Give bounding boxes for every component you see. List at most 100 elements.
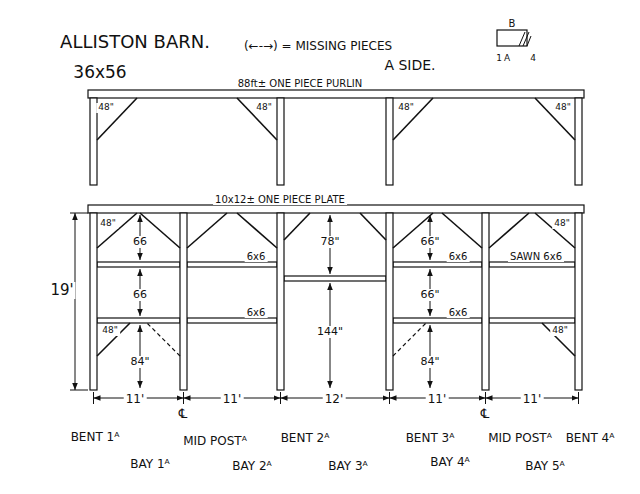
dimension-label: 88ft± ONE PIECE PURLIN — [236, 78, 364, 89]
timber — [386, 213, 393, 390]
label-holder: MID POSTᴬ — [181, 431, 249, 449]
timber — [497, 30, 527, 46]
label-holder: ALLISTON BARN. — [58, 32, 212, 52]
dimension-label: ℄ — [479, 407, 491, 421]
extension-line — [280, 392, 281, 404]
label-holder: 6x6 — [447, 302, 470, 320]
timber — [97, 318, 180, 323]
knee-brace — [442, 213, 482, 248]
label-holder: BENT 4ᴬ — [564, 428, 617, 446]
label-holder: 12' — [323, 389, 346, 407]
label-holder: 48" — [553, 96, 573, 114]
label-holder: 84" — [418, 351, 441, 369]
knee-brace — [237, 213, 277, 248]
dimension-label: 66 — [131, 289, 149, 301]
dimension-label: 144" — [315, 326, 345, 338]
label-holder: 36x56 — [71, 63, 128, 82]
label-holder: 11' — [221, 389, 244, 407]
label-holder: 66 — [131, 231, 149, 249]
knee-brace — [187, 213, 227, 248]
dimension-label: BENT 3ᴬ — [404, 432, 457, 445]
label-holder: SAWN 6x6 — [508, 246, 564, 264]
label-holder: 66 — [131, 284, 149, 302]
label-holder: 88ft± ONE PIECE PURLIN — [236, 73, 364, 91]
dimension-label: BAY 3ᴬ — [326, 460, 369, 473]
knee-brace — [237, 98, 277, 140]
label-holder: MID POSTᴬ — [486, 428, 554, 446]
extension-line — [578, 392, 579, 404]
label-holder: 4 — [528, 47, 538, 65]
extension-line — [70, 390, 88, 391]
dimension-label: 48" — [254, 103, 274, 113]
timber — [393, 318, 482, 323]
dimension-label: 11' — [124, 393, 147, 406]
knee-brace — [535, 213, 575, 248]
dimension-label: 48" — [552, 219, 572, 229]
dimension-label: 19' — [48, 282, 75, 299]
dimension-label: SAWN 6x6 — [508, 251, 564, 262]
label-holder: 48" — [98, 212, 118, 230]
dimension-label: 66" — [418, 236, 441, 248]
knee-brace — [393, 98, 433, 140]
dimension-label: 10x12± ONE PIECE PLATE — [213, 194, 347, 205]
timber — [88, 205, 584, 213]
label-holder: BAY 3ᴬ — [326, 456, 369, 474]
label-holder: 48" — [552, 212, 572, 230]
dimension-label: BAY 4ᴬ — [428, 456, 471, 469]
label-holder: 19' — [48, 281, 75, 299]
dimension-label: B — [507, 18, 518, 29]
dimension-label: BENT 4ᴬ — [564, 432, 617, 445]
label-holder: 48" — [254, 96, 274, 114]
label-holder: 10x12± ONE PIECE PLATE — [213, 189, 347, 207]
knee-brace — [97, 98, 137, 140]
dimension-label: 48" — [396, 103, 416, 113]
label-holder: 11' — [521, 389, 544, 407]
label-holder: BENT 1ᴬ — [69, 427, 122, 445]
knee-brace — [284, 213, 310, 240]
label-holder: 66" — [418, 231, 441, 249]
label-holder: 48" — [396, 96, 416, 114]
extension-line — [183, 392, 184, 404]
timber — [277, 98, 284, 185]
knee-brace — [97, 323, 130, 356]
dimension-label: 6x6 — [245, 251, 268, 262]
extension-line — [93, 392, 94, 404]
label-holder: 78" — [318, 231, 341, 249]
timber — [284, 276, 386, 281]
label-holder: BAY 4ᴬ — [428, 452, 471, 470]
dimension-label: MID POSTᴬ — [181, 435, 249, 448]
dimension-label: BAY 5ᴬ — [523, 460, 566, 473]
dimension-label: (←-→) = MISSING PIECES — [242, 40, 394, 53]
key-hatch — [527, 36, 531, 46]
dimension-label: 48" — [553, 103, 573, 113]
missing-brace — [393, 323, 426, 356]
timber — [575, 213, 582, 390]
label-holder: BENT 3ᴬ — [404, 428, 457, 446]
label-holder: 48" — [96, 96, 116, 114]
timber — [88, 90, 584, 98]
timber — [187, 318, 277, 323]
timber — [277, 213, 284, 390]
dimension-label: ℄ — [177, 407, 189, 421]
timber — [482, 213, 489, 390]
dimension-label: A — [502, 54, 512, 64]
timber — [187, 262, 277, 267]
dimension-label: 66" — [418, 289, 441, 301]
label-holder: 66" — [418, 284, 441, 302]
timber — [575, 98, 582, 185]
dimension-label: 6x6 — [447, 307, 470, 318]
label-holder: 6x6 — [245, 302, 268, 320]
timber — [489, 262, 575, 267]
dimension-label: 6x6 — [245, 307, 268, 318]
dimension-line — [75, 213, 76, 390]
label-holder: 6x6 — [245, 246, 268, 264]
dimension-label: 78" — [318, 236, 341, 248]
label-holder: ℄ — [177, 404, 189, 422]
dimension-label: 11' — [221, 393, 244, 406]
dimension-label: BENT 1ᴬ — [69, 431, 122, 444]
label-holder: BAY 1ᴬ — [128, 454, 171, 472]
timber — [90, 213, 97, 390]
dimension-label: 48" — [550, 326, 570, 336]
timber — [180, 213, 187, 390]
